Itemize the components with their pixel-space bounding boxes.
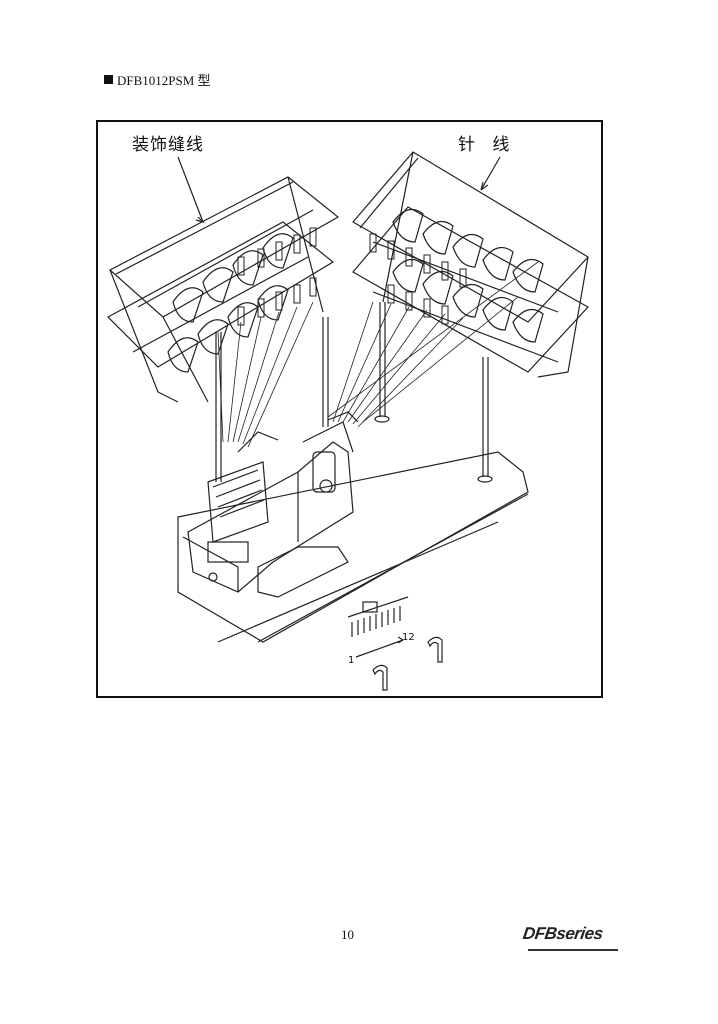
machine-body [187,441,354,593]
deco-label-leader [177,156,204,223]
page-number: 10 [341,927,354,942]
threading-diagram: 装饰缝线 针 线 1 12 [96,120,603,698]
guide-number-end: 12 [402,632,415,643]
machine-illustration [107,151,589,691]
needle-thread-label: 针 线 [458,135,516,155]
thread-guide-part [347,596,409,658]
right-rack-lower [352,206,589,373]
left-rack-upper [108,176,340,318]
needle-label-leader [480,156,501,191]
guide-number-start: 1 [348,655,355,666]
logo-underline [528,949,618,951]
decorative-thread-label: 装饰缝线 [132,135,204,155]
square-bullet-icon [104,75,113,84]
machine-table [177,451,529,643]
document-heading: DFB1012PSM 型 [104,70,211,89]
hook-part-2 [372,664,388,691]
series-logo: DFBseries [521,924,605,943]
heading-text: DFB1012PSM 型 [117,73,211,88]
hook-part-1 [427,636,443,663]
